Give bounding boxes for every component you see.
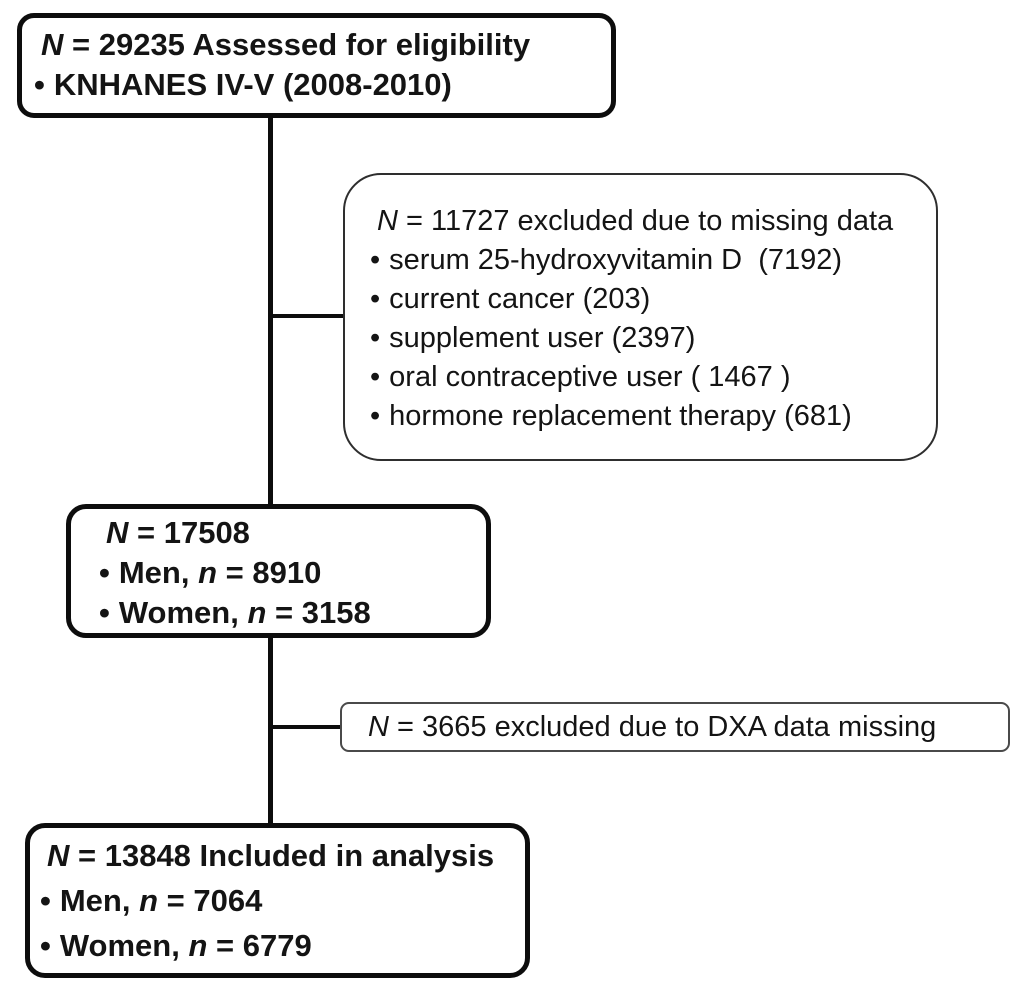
bullet-icon: • — [370, 400, 381, 432]
eligibility-box: N = 29235 Assessed for eligibility •KNHA… — [17, 13, 616, 118]
bullet-icon: • — [99, 595, 110, 630]
bullet-item: •current cancer (203) — [370, 280, 916, 319]
interim-header: N = 17508 — [106, 515, 250, 550]
eligibility-header: N = 29235 Assessed for eligibility — [41, 27, 531, 62]
bullet-item: •oral contraceptive user ( 1467 ) — [370, 358, 916, 397]
bullet-icon: • — [40, 928, 51, 963]
bullet-icon: • — [370, 283, 381, 315]
bullet-icon: • — [370, 244, 381, 276]
interim-count-box: N = 17508 •Men, n = 8910 •Women, n = 315… — [66, 504, 491, 638]
connector-vertical-top — [268, 117, 273, 507]
included-analysis-box: N = 13848 Included in analysis •Men, n =… — [25, 823, 530, 978]
bullet-item: •Men, n = 7064 — [40, 878, 511, 923]
excluded-missing-header: N = 11727 excluded due to missing data — [377, 205, 894, 237]
excluded-missing-data-box: N = 11727 excluded due to missing data •… — [343, 173, 938, 461]
bullet-icon: • — [370, 322, 381, 354]
included-header: N = 13848 Included in analysis — [47, 838, 495, 873]
excluded-dxa-header: N = 3665 excluded due to DXA data missin… — [368, 711, 937, 743]
bullet-item: •hormone replacement therapy (681) — [370, 397, 916, 436]
connector-branch-excluded-dxa — [271, 725, 342, 729]
connector-branch-excluded-missing — [271, 314, 345, 318]
bullet-item: •supplement user (2397) — [370, 319, 916, 358]
bullet-item: •Men, n = 8910 — [99, 553, 472, 593]
bullet-item: •serum 25-hydroxyvitamin D (7192) — [370, 241, 916, 280]
bullet-icon: • — [34, 67, 45, 102]
bullet-item: •Women, n = 6779 — [40, 923, 511, 968]
excluded-dxa-box: N = 3665 excluded due to DXA data missin… — [340, 702, 1010, 752]
bullet-icon: • — [370, 361, 381, 393]
bullet-icon: • — [99, 555, 110, 590]
bullet-item: •KNHANES IV-V (2008-2010) — [34, 65, 597, 105]
bullet-item: •Women, n = 3158 — [99, 593, 472, 633]
bullet-icon: • — [40, 883, 51, 918]
connector-vertical-bottom — [268, 636, 273, 826]
